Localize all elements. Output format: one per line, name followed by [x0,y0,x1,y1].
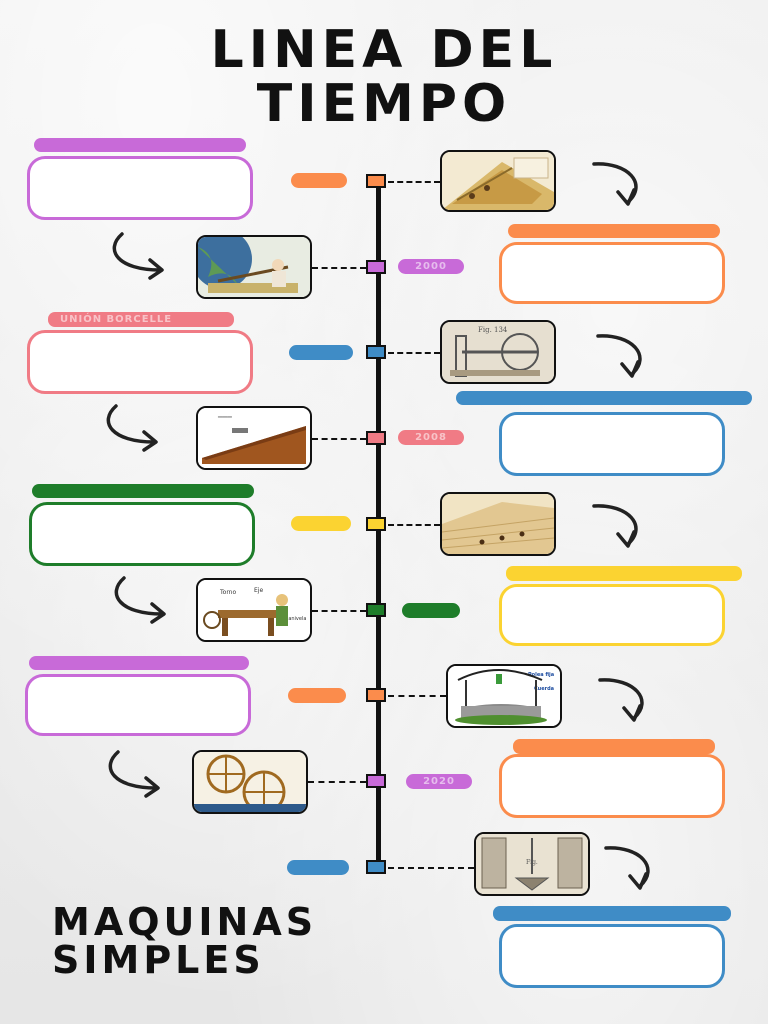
text-box-1[interactable] [27,156,253,220]
thumb-caption-polea: Polea fija [528,672,554,678]
image-pyramid-ramp [440,150,556,212]
connector-5 [388,524,440,526]
image-screw-press: Fig. 134 [440,320,556,384]
curved-arrow-icon-5 [588,500,648,552]
year-pill-8: 2020 [406,774,472,789]
curved-arrow-icon-1 [588,158,648,210]
curved-arrow-icon-6 [106,574,172,624]
thumb-caption-screw: Fig. 134 [478,326,508,334]
connector-7 [388,695,446,697]
timeline-marker-9 [366,860,386,874]
timeline-marker-1 [366,174,386,188]
year-pill-1 [291,173,347,188]
heading-bar-2 [508,224,720,238]
image-waterwheel-gears [192,750,308,814]
text-box-10[interactable] [499,924,725,988]
connector-9 [388,867,474,869]
image-inclined-plane: ▔▔▔ [196,406,312,470]
year-pill-5 [291,516,351,531]
footer-line-1: MAQUINAS [52,900,318,944]
heading-bar-6 [506,566,742,581]
timeline-marker-5 [366,517,386,531]
text-box-8[interactable] [499,754,725,818]
timeline-marker-2 [366,260,386,274]
connector-4 [312,438,366,440]
curved-arrow-icon-7 [594,674,654,726]
timeline-marker-4 [366,431,386,445]
year-pill-4: 2008 [398,430,464,445]
thumb-caption-manivela: Manivela [284,616,306,622]
curved-arrow-icon-2 [104,230,170,280]
svg-text:▔▔▔: ▔▔▔ [217,416,232,424]
connector-1 [388,181,440,183]
heading-bar-1 [34,138,246,152]
text-box-5[interactable] [29,502,255,566]
timeline-marker-7 [366,688,386,702]
text-box-2[interactable] [499,242,725,304]
heading-bar-7 [29,656,249,670]
heading-bar-3: UNIÓN BORCELLE [48,312,234,327]
timeline-marker-3 [366,345,386,359]
title-line-2: TIEMPO [256,74,512,134]
title-line-1: LINEA DEL [210,20,558,80]
curved-arrow-icon-3 [592,330,652,382]
text-box-4[interactable] [499,412,725,476]
curved-arrow-icon-8 [100,748,166,798]
heading-bar-8 [513,739,715,754]
timeline-marker-6 [366,603,386,617]
image-wheel-and-axle: Torno Eje Manivela [196,578,312,642]
timeline-marker-8 [366,774,386,788]
image-wedge-engraving: Fig. [474,832,590,896]
year-pill-6 [402,603,460,618]
connector-2 [312,267,366,269]
heading-bar-4 [456,391,752,405]
year-pill-2: 2000 [398,259,464,274]
heading-bar-5 [32,484,254,498]
heading-bar-10 [493,906,731,921]
image-pyramid-construction [440,492,556,556]
text-box-3[interactable] [27,330,253,394]
connector-8 [308,781,366,783]
image-well-pulley: Polea fija Cuerda [446,664,562,728]
connector-6 [312,610,366,612]
footer-line-2: SIMPLES [52,938,265,982]
curved-arrow-icon-4 [98,402,164,452]
image-archimedes-lever [196,235,312,299]
connector-3 [388,352,440,354]
year-pill-7 [288,688,346,703]
text-box-6[interactable] [499,584,725,646]
curved-arrow-icon-9 [600,842,660,894]
text-box-7[interactable] [25,674,251,736]
thumb-caption-torno: Torno [219,589,236,596]
thumb-caption-cuerda: Cuerda [534,686,554,692]
year-pill-3 [289,345,353,360]
thumb-caption-eje: Eje [254,587,263,594]
year-pill-9 [287,860,349,875]
